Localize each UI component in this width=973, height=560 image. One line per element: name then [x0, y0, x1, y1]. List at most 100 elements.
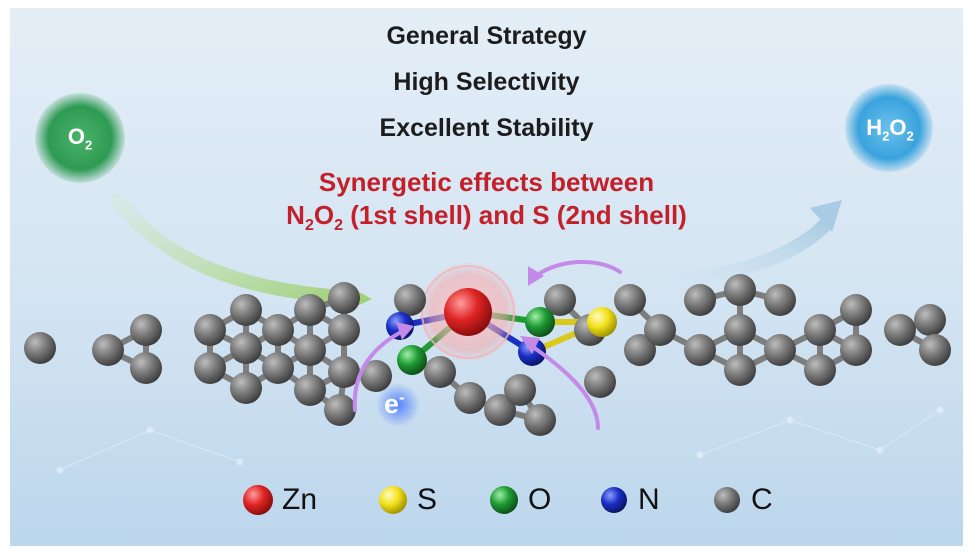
h2o2-sub1: 2 [882, 128, 890, 144]
oxygen-atom [525, 307, 555, 337]
carbon-atom [584, 366, 616, 398]
electron-base: e [384, 389, 400, 419]
carbon-atom [130, 314, 162, 346]
carbon-atom [624, 334, 656, 366]
carbon-atom [92, 334, 124, 366]
formula-n: N [286, 200, 305, 230]
carbon-atom [328, 356, 360, 388]
carbon-atom [614, 284, 646, 316]
legend-label-c: C [751, 483, 773, 516]
electron-sup: - [399, 388, 405, 407]
oxygen-atom [397, 345, 427, 375]
carbon-atom [294, 334, 326, 366]
carbon-atom [230, 294, 262, 326]
legend: Zn S O N C [0, 478, 973, 522]
carbon-atom [840, 334, 872, 366]
headline-general-strategy: General Strategy [386, 22, 587, 50]
carbon-atom [724, 274, 756, 306]
carbon-atom [684, 284, 716, 316]
carbon-atom [484, 394, 516, 426]
arrow-out [623, 215, 835, 289]
legend-marker-zn-marker [243, 485, 273, 515]
h2o2-sub2: 2 [906, 128, 914, 144]
legend-label-n: N [638, 483, 660, 516]
electron-arrow-right-head [520, 336, 540, 354]
arrow-in [111, 193, 362, 305]
carbon-atom [724, 314, 756, 346]
carbon-atom [764, 334, 796, 366]
carbon-atom [360, 360, 392, 392]
electron-label: e- [384, 388, 405, 420]
carbon-atom [524, 404, 556, 436]
legend-label-zn: Zn [282, 483, 318, 516]
carbon-atom [764, 284, 796, 316]
electron-glow [376, 383, 420, 427]
legend-marker-n-marker [601, 487, 627, 513]
legend-item-s: S [407, 478, 437, 522]
carbon-atom [804, 314, 836, 346]
h2o2-h: H [866, 115, 883, 140]
legend-label-s: S [417, 483, 438, 516]
sulfur-atom [587, 307, 617, 337]
legend-marker-s-marker [379, 486, 407, 514]
formula-o: O [313, 200, 335, 230]
zinc-atom [444, 288, 492, 336]
carbon-atom [684, 334, 716, 366]
carbon-atom [504, 374, 536, 406]
carbon-atom [262, 314, 294, 346]
background-network [56, 406, 944, 474]
carbon-atom [424, 356, 456, 388]
carbon-atom [919, 334, 951, 366]
carbon-atom [194, 314, 226, 346]
electron-arrow-left-head [396, 322, 414, 340]
legend-item-c: C [741, 478, 773, 522]
legend-marker-o-marker [490, 486, 518, 514]
carbon-atom [328, 314, 360, 346]
electron-arrow-left [352, 328, 407, 412]
carbon-atom [840, 294, 872, 326]
carbon-atom [194, 352, 226, 384]
arrow-out-head [810, 200, 842, 232]
carbon-atom [130, 352, 162, 384]
carbon-atom [724, 354, 756, 386]
headline-synergetic-effects: Synergetic effects between [318, 167, 655, 197]
zn-glow-ring [421, 265, 515, 359]
carbon-atom [230, 332, 262, 364]
electron-arrow-top [534, 260, 622, 278]
electron-arrow-right [528, 343, 600, 430]
carbon-atom [804, 354, 836, 386]
carbon-atom [454, 382, 486, 414]
carbon-atom [24, 332, 56, 364]
o2-sub: 2 [84, 137, 93, 153]
o2-label: O2 [50, 124, 110, 152]
o2-base: O [67, 124, 85, 149]
h2o2-label: H2O2 [845, 115, 935, 143]
legend-marker-c-marker [714, 487, 740, 513]
carbon-atom [914, 304, 946, 336]
shell-text: (1st shell) and S (2nd shell) [342, 200, 687, 230]
legend-item-zn: Zn [272, 478, 317, 522]
headline-high-selectivity: High Selectivity [393, 68, 580, 96]
legend-item-o: O [518, 478, 551, 522]
carbon-atom [328, 282, 360, 314]
electron-arrow-top-head [528, 266, 544, 286]
carbon-atom [324, 394, 356, 426]
carbon-atom [294, 294, 326, 326]
h2o2-bubble [845, 84, 933, 172]
headline-excellent-stability: Excellent Stability [379, 114, 594, 142]
legend-label-o: O [528, 483, 552, 516]
legend-item-n: N [628, 478, 660, 522]
formula-n-sub: 2 [304, 217, 314, 235]
carbon-atom [644, 314, 676, 346]
carbon-atom [262, 352, 294, 384]
carbon-atom [544, 284, 576, 316]
formula-o-sub: 2 [334, 217, 343, 235]
carbon-atom [884, 314, 916, 346]
o2-bubble [35, 93, 125, 183]
atoms [24, 274, 951, 436]
carbon-atom [294, 374, 326, 406]
headline-shell-description: N2O2 (1st shell) and S (2nd shell) [0, 200, 973, 235]
carbon-atom [394, 284, 426, 316]
